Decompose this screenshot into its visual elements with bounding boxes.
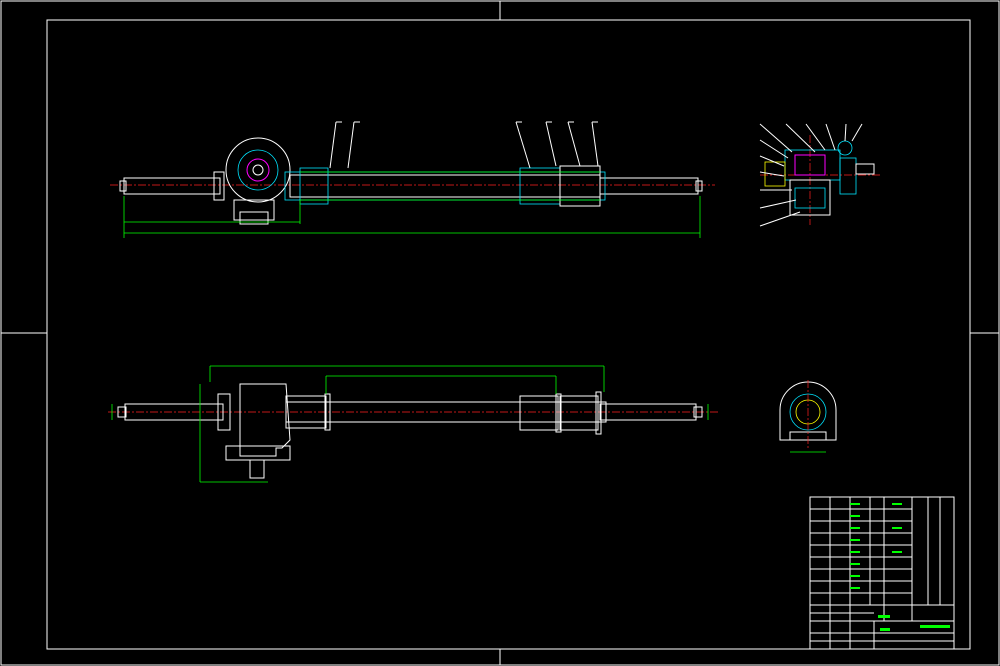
front-section-view xyxy=(110,121,715,238)
gear-housing xyxy=(225,137,291,203)
plan-view xyxy=(108,365,718,483)
gear-housing-plan xyxy=(239,383,291,457)
overall-length-dimension xyxy=(123,196,701,238)
end-view xyxy=(779,380,837,453)
plan-dimensions xyxy=(111,365,709,483)
title-block xyxy=(809,496,955,650)
inner-border xyxy=(46,19,971,650)
rack-tube xyxy=(284,171,606,201)
cross-section-view xyxy=(759,123,880,227)
